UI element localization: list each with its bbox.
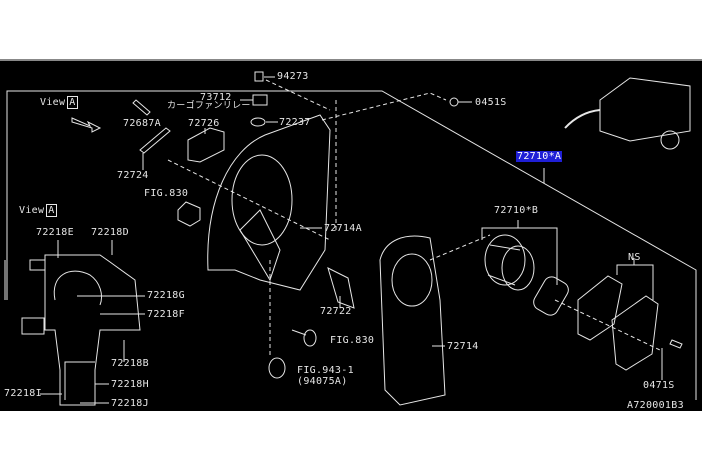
bracket-72726 — [187, 127, 225, 163]
label-0451s: 0451S — [475, 97, 507, 108]
label-72687a: 72687A — [123, 118, 161, 129]
label-72218i: 72218I — [4, 388, 42, 399]
label-72237: 72237 — [279, 117, 311, 128]
view-marker-box: A — [67, 96, 78, 109]
label-72722: 72722 — [320, 306, 352, 317]
blower-motor — [533, 276, 569, 316]
label-72218b: 72218B — [111, 358, 149, 369]
label-fig943-1[interactable]: FIG.943-1 — [297, 365, 354, 376]
label-72724: 72724 — [117, 170, 149, 181]
label-72726: 72726 — [188, 118, 220, 129]
duct-assembly-view-a — [4, 240, 145, 406]
reference-code: A720001B3 — [627, 400, 684, 411]
label-72218f: 72218F — [147, 309, 185, 320]
label-72710b: 72710*B — [494, 205, 539, 216]
view-arrow-icon — [71, 117, 102, 133]
label-cargo-fan-relay: カーゴファンリレー — [167, 101, 251, 111]
label-fig830-top[interactable]: FIG.830 — [144, 188, 189, 199]
relay-73712 — [252, 94, 268, 106]
part-72722 — [327, 267, 355, 309]
view-marker-box: A — [46, 204, 57, 217]
screw-72687a — [132, 99, 151, 116]
leader-ns — [616, 264, 654, 300]
label-72218e: 72218E — [36, 227, 74, 238]
diagram-panel — [0, 59, 702, 411]
view-text: View — [19, 205, 45, 216]
connector-fig830-bottom — [303, 329, 317, 347]
label-ns: NS — [628, 252, 641, 263]
grommet-fig943 — [268, 357, 286, 379]
clip-72724 — [139, 127, 171, 154]
screw-0451s — [449, 97, 459, 107]
clip-94273 — [254, 71, 264, 82]
assembly-bracket-line — [6, 90, 697, 400]
blower-fan-wheel — [484, 234, 535, 291]
vehicle-illustration — [564, 77, 691, 150]
filter-grid — [577, 275, 623, 341]
label-94273: 94273 — [277, 71, 309, 82]
label-72714: 72714 — [447, 341, 479, 352]
label-72714a: 72714A — [324, 223, 362, 234]
label-72710a-highlighted[interactable]: 72710*A — [516, 151, 563, 162]
fan-shroud-72714a — [207, 114, 331, 291]
blower-housing-72714 — [379, 235, 446, 406]
label-72218g: 72218G — [147, 290, 185, 301]
label-0471s: 0471S — [643, 380, 675, 391]
label-72218j: 72218J — [111, 398, 149, 409]
label-94075a: (94075A) — [297, 376, 348, 387]
grommet-72237 — [250, 117, 266, 127]
view-text: View — [40, 97, 66, 108]
label-73712: 73712 — [200, 92, 232, 103]
screw-0471s — [669, 339, 683, 349]
connector-fig830 — [177, 201, 201, 227]
label-fig830-bottom[interactable]: FIG.830 — [330, 335, 375, 346]
label-72218h: 72218H — [111, 379, 149, 390]
label-72218d: 72218D — [91, 227, 129, 238]
leader-72710b — [481, 227, 558, 285]
seal-gasket — [611, 295, 659, 371]
